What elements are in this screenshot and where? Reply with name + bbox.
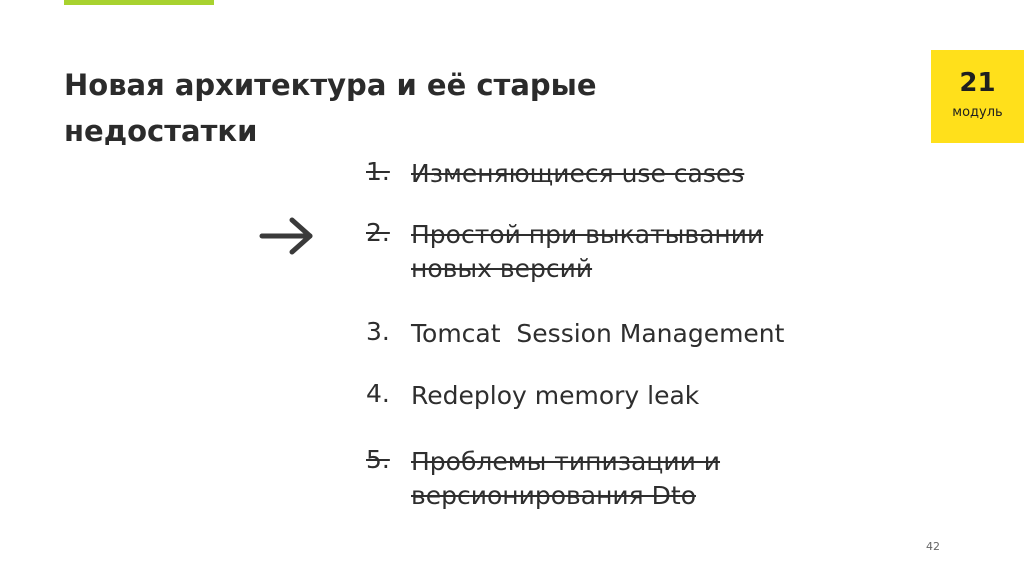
list-item-text: Изменяющиеся use cases xyxy=(411,159,745,188)
list-item-text: Проблемы типизации и версионирования Dto xyxy=(411,447,721,510)
list-item-text: Tomcat Session Management xyxy=(411,319,785,348)
list-item-number: 3. xyxy=(366,317,390,346)
slide-title: Новая архитектура и её старые недостатки xyxy=(64,68,597,148)
accent-bar xyxy=(64,0,214,5)
list-item-number: 2. xyxy=(366,218,390,247)
page-number: 42 xyxy=(926,540,940,553)
arrow-right-icon xyxy=(259,217,313,255)
list-item-number: 1. xyxy=(366,157,390,186)
list-item-number: 5. xyxy=(366,445,390,474)
list-item-number: 4. xyxy=(366,379,390,408)
module-label: модуль xyxy=(952,105,1003,120)
module-number: 21 xyxy=(959,68,996,98)
list-item-text: Redeploy memory leak xyxy=(411,381,700,410)
module-badge: 21 модуль xyxy=(931,50,1024,143)
list-item-text: Простой при выкатывании новых версий xyxy=(411,220,764,283)
